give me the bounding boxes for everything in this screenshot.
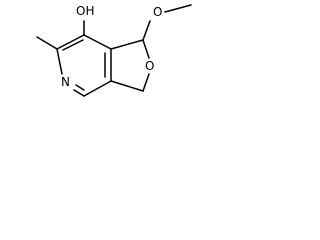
- bond-c6-c7-inner: [62, 39, 84, 51]
- bond-c7a-c4: [83, 80, 112, 97]
- bond-c7-c3a: [83, 34, 112, 50]
- bond-o2-c3: [142, 73, 150, 92]
- bond-c1-omethoxy: [142, 20, 151, 41]
- bond-c6-c7: [56, 34, 85, 50]
- bond-c3-c7a: [110, 80, 144, 92]
- hydroxyl-label: OH: [76, 4, 94, 18]
- bond-omethoxy-ch3: [164, 4, 192, 13]
- nitrogen-label: N: [61, 75, 70, 89]
- methoxy-oxygen-label: O: [153, 5, 162, 19]
- ring-oxygen-label: O: [145, 59, 154, 73]
- bond-c3a-c1: [110, 39, 144, 50]
- bond-c4-n5: [73, 89, 85, 97]
- structure-diagram: OH O O N: [0, 0, 200, 134]
- bond-c1-o2: [142, 39, 150, 59]
- bond-c6-methyl: [36, 36, 58, 50]
- molecule-svg: OH O O N: [36, 4, 192, 97]
- bond-n5-c6: [56, 48, 63, 75]
- bond-c4-n5-inner: [75, 84, 85, 91]
